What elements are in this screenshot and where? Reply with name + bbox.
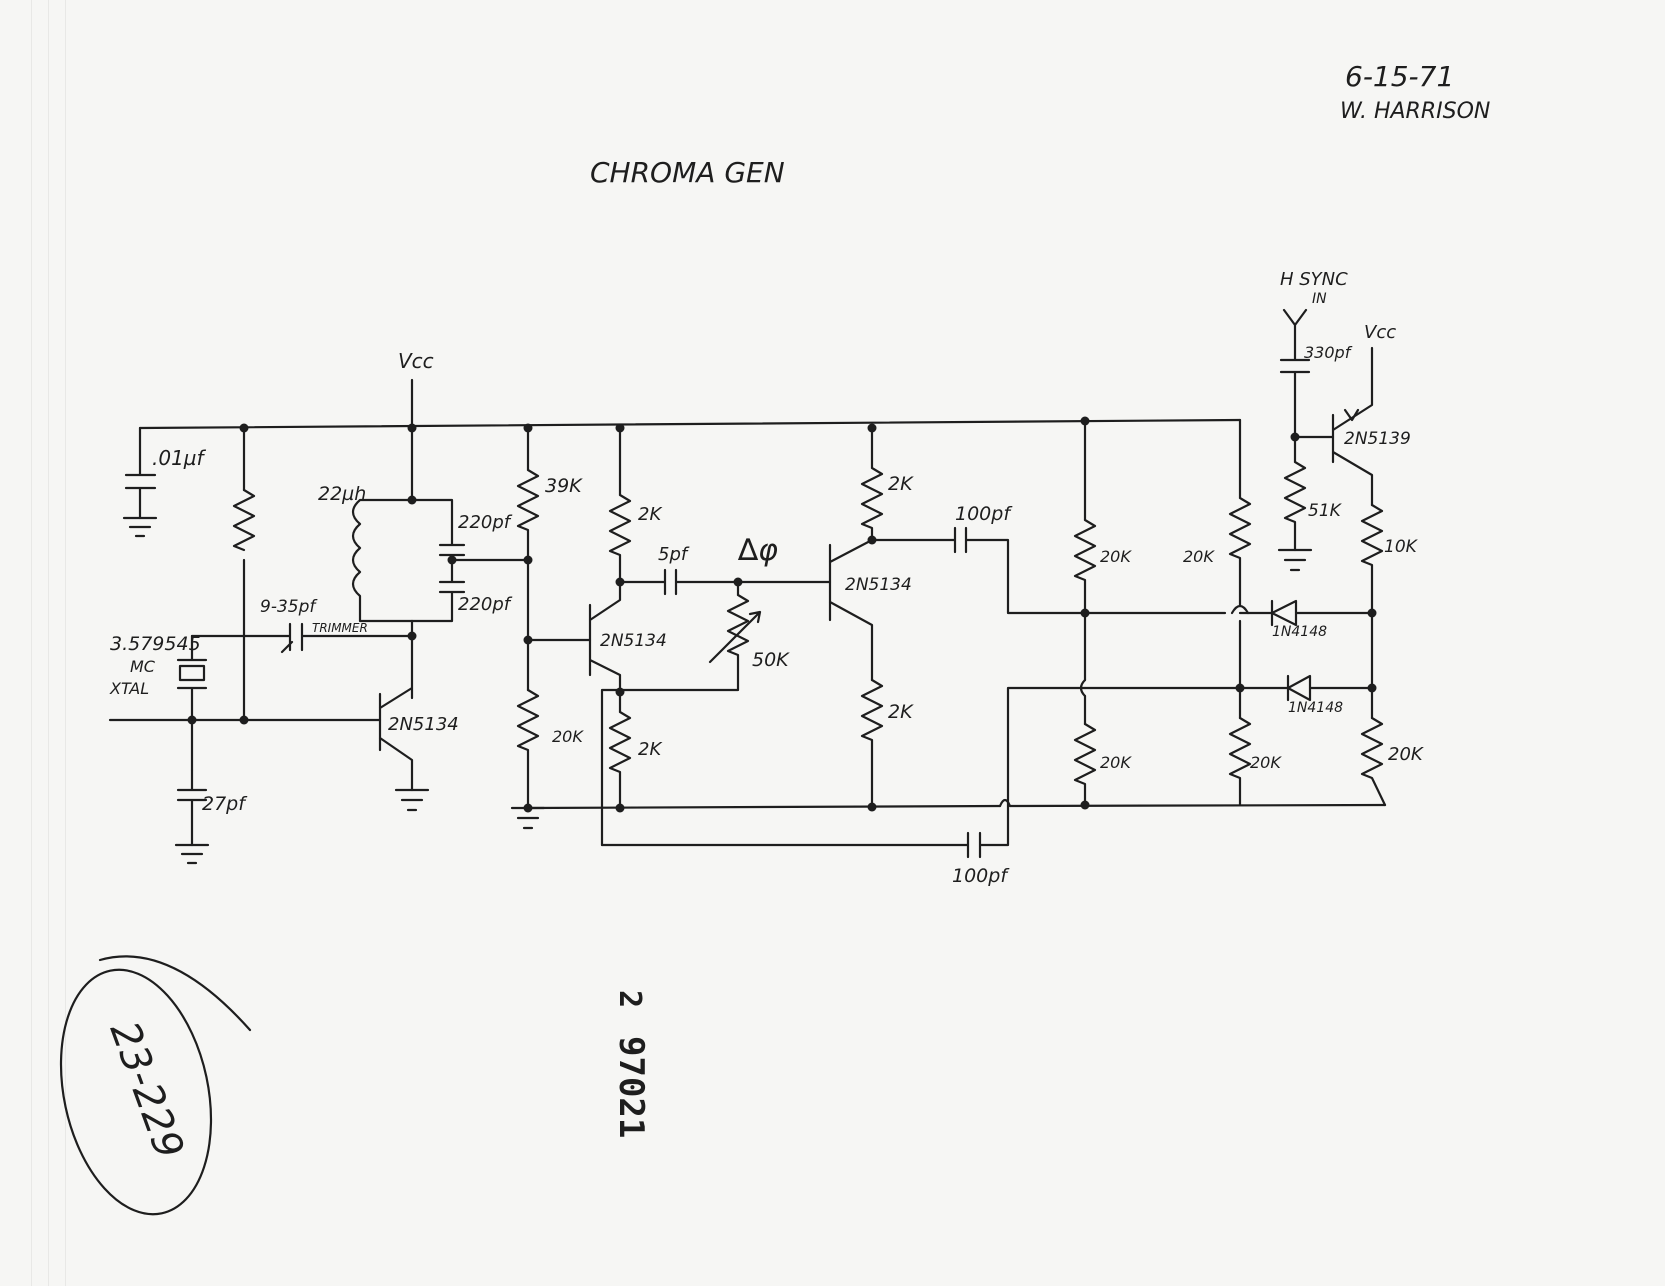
- osc-transistor-label: 2N5134: [388, 714, 459, 735]
- resistor-20k-bias-label: 20K: [552, 727, 584, 746]
- resistor-2k-collector-label: 2K: [638, 504, 662, 525]
- stamp-number: 97021: [611, 1036, 651, 1138]
- resistor-2k-top-label: 2K: [888, 473, 914, 495]
- phase-shift-label: ∆φ: [737, 533, 778, 568]
- resistor-20k-c-label: 20K: [1183, 547, 1215, 566]
- note-number: 23-229: [101, 1016, 193, 1165]
- resistor-20k-e-label: 20K: [1388, 744, 1424, 765]
- tank-cap-top-label: 220pf: [458, 512, 513, 533]
- diode-bottom-label: 1N4148: [1288, 700, 1343, 716]
- sync-transistor-label: 2N5139: [1344, 429, 1411, 449]
- junction-dots: [187, 416, 1377, 813]
- pot-50k-label: 50K: [752, 649, 790, 671]
- cap-27pf-label: 27pf: [202, 793, 248, 815]
- amp-transistor-label: 2N5134: [600, 631, 667, 651]
- resistor-2k-emitter-label: 2K: [638, 739, 662, 760]
- trimmer-value-label: 9-35pf: [260, 597, 318, 617]
- xtal-word-label: XTAL: [109, 679, 149, 698]
- diode-top-label: 1N4148: [1272, 624, 1327, 640]
- resistor-20k-b-label: 20K: [1100, 753, 1132, 772]
- resistor-39k-label: 39K: [545, 475, 583, 497]
- xtal-unit-label: MC: [130, 657, 156, 676]
- circled-note: 23-229: [59, 955, 252, 1216]
- page-title: CHROMA GEN: [590, 156, 785, 189]
- trimmer-word-label: TRIMMER: [312, 621, 368, 635]
- serial-stamp: 2 97021: [611, 990, 651, 1138]
- resistor-2k-bottom-label: 2K: [888, 701, 914, 723]
- hsync-in-label: IN: [1312, 291, 1327, 307]
- cap-100pf-top-label: 100pf: [955, 503, 1013, 525]
- resistor-10k-label: 10K: [1384, 537, 1419, 557]
- cap-330pf-label: 330pf: [1304, 343, 1353, 362]
- date-label: 6-15-71: [1345, 60, 1454, 93]
- stamp-digit: 2: [612, 990, 647, 1008]
- tank-cap-bottom-label: 220pf: [458, 594, 513, 615]
- cap-5pf-label: 5pf: [658, 544, 690, 565]
- author-label: W. HARRISON: [1340, 99, 1490, 124]
- bypass-cap-label: .01µf: [152, 446, 207, 470]
- resistor-51k-label: 51K: [1308, 501, 1343, 521]
- vcc-sync-label: Vcc: [1364, 322, 1396, 343]
- buffer-transistor-label: 2N5134: [845, 575, 912, 595]
- resistor-20k-a-label: 20K: [1100, 547, 1132, 566]
- vcc-label: Vcc: [398, 349, 434, 373]
- circuit-wires: [108, 308, 1387, 865]
- resistor-20k-d-label: 20K: [1250, 753, 1282, 772]
- cap-100pf-bottom-label: 100pf: [952, 865, 1010, 887]
- inductor-label: 22µh: [318, 483, 366, 505]
- hsync-label: H SYNC: [1280, 269, 1348, 290]
- paper-perforated-edge: [22, 0, 80, 1286]
- xtal-freq-label: 3.579545: [110, 633, 201, 655]
